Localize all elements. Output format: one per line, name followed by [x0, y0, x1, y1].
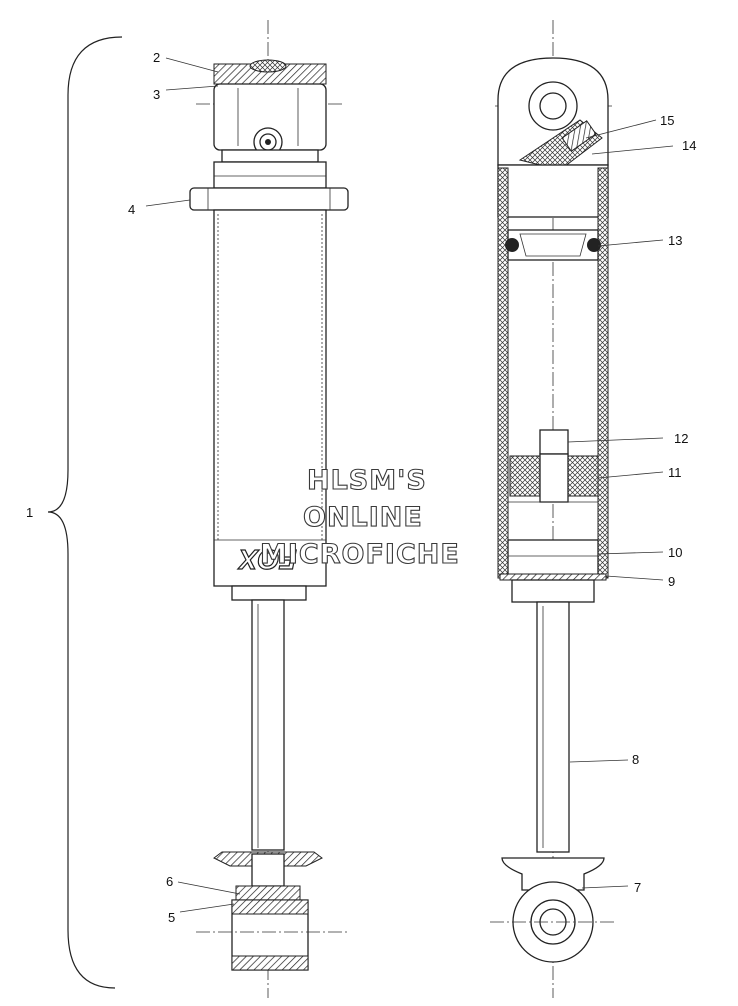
callout-14: 14 — [682, 138, 696, 153]
callout-6: 6 — [166, 874, 173, 889]
callout-5: 5 — [168, 910, 175, 925]
watermark-line-1: HLSM'S — [307, 465, 427, 496]
callout-11: 11 — [668, 465, 682, 480]
callout-1: 1 — [26, 505, 33, 520]
callout-15: 15 — [660, 113, 674, 128]
fox-logo: FOX — [237, 544, 297, 575]
right-shock-section — [490, 20, 615, 998]
callout-7: 7 — [634, 880, 641, 895]
leader-lines — [145, 57, 674, 913]
watermark-line-2: ONLINE — [303, 502, 423, 533]
watermark-line-3: MICROFICHE — [260, 539, 460, 570]
callout-3: 3 — [153, 87, 160, 102]
callout-9: 9 — [668, 574, 675, 589]
callout-2: 2 — [153, 50, 160, 65]
callout-4: 4 — [128, 202, 135, 217]
callout-13: 13 — [668, 233, 682, 248]
callout-12: 12 — [674, 431, 688, 446]
assembly-brace — [47, 36, 123, 989]
callout-8: 8 — [632, 752, 639, 767]
callout-10: 10 — [668, 545, 682, 560]
watermark: HLSM'S ONLINE MICROFICHE — [259, 464, 460, 570]
left-shock-exterior: FOX — [189, 20, 350, 998]
